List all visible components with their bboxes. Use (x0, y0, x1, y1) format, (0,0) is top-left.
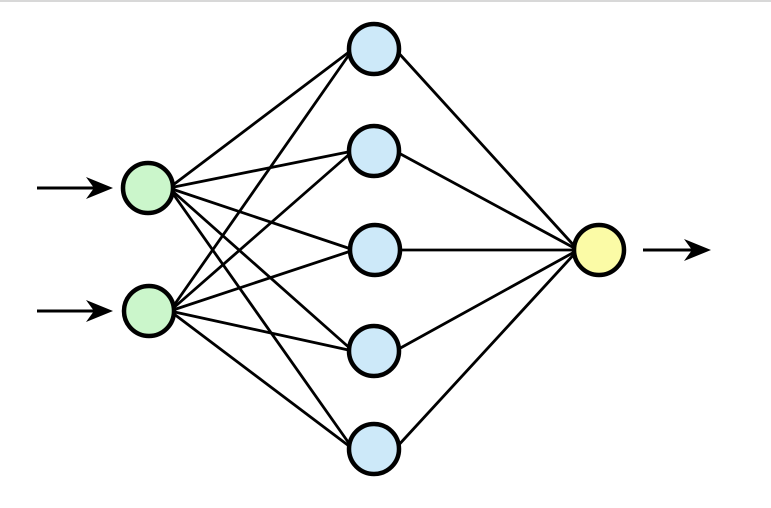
edge-in2-h3 (169, 248, 355, 313)
edge-in1-h4 (168, 186, 354, 353)
output-node-out1 (571, 222, 627, 278)
edge-h5-out1 (393, 249, 580, 450)
edge-in1-h2 (168, 149, 354, 190)
arrow-right-icon (86, 177, 113, 199)
hidden-node-h1 (346, 21, 402, 77)
input-arrow-1 (37, 177, 113, 199)
edge-in2-h2 (169, 149, 354, 313)
hidden-node-h2 (346, 123, 402, 179)
hidden-node-h5 (346, 421, 402, 477)
input-arrow-2 (37, 300, 113, 322)
output-arrow (643, 239, 711, 261)
edge-in1-h5 (167, 187, 355, 450)
edge-h4-out1 (394, 248, 579, 353)
input-node-in2 (121, 283, 177, 339)
top-border-line (0, 0, 771, 2)
input-node-in1 (120, 160, 176, 216)
edge-in2-h4 (169, 309, 354, 353)
hidden-node-h3 (347, 222, 403, 278)
arrow-right-icon (684, 239, 711, 261)
edge-h1-out1 (393, 48, 580, 251)
hidden-node-h4 (346, 323, 402, 379)
edge-in2-h5 (169, 309, 354, 451)
edge-h2-out1 (394, 149, 579, 252)
edge-in1-h3 (168, 186, 355, 252)
arrow-right-icon (86, 300, 113, 322)
edge-in2-h1 (168, 48, 355, 312)
edge-in1-h1 (168, 47, 354, 190)
